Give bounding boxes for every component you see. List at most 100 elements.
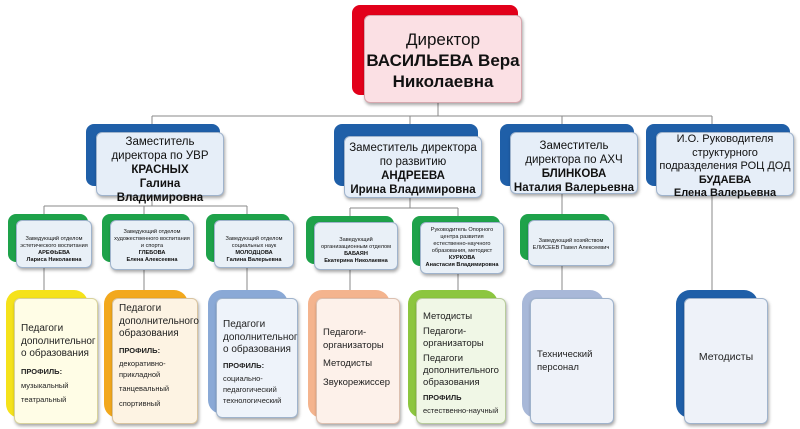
head-text: Заведующий отделом: [123, 229, 181, 235]
staff-text: Методисты: [323, 358, 373, 369]
staff-card: Методисты Педагоги- организаторы Педагог…: [416, 298, 506, 424]
head-text: организационным отделом: [320, 244, 391, 250]
deputy-card: И.О. Руководителя структурного подраздел…: [656, 132, 794, 199]
head-name: Лариса Николаевна: [26, 257, 82, 263]
staff-profile-item: театральный: [21, 394, 67, 404]
head-text: ЕЛИСЕЕВ Павел Алексеевич: [532, 245, 610, 251]
head-text: Заведующий отделом: [25, 236, 83, 242]
staff-profile-item: декоративно-: [119, 358, 166, 368]
head-text: Руководитель Опорного: [430, 227, 494, 233]
director-node: Директор ВАСИЛЬЕВА Вера Николаевна: [352, 5, 522, 103]
staff-text: Педагоги: [119, 303, 162, 314]
staff-profile-label: ПРОФИЛЬ: [423, 393, 462, 402]
staff-card: Методисты: [684, 298, 768, 424]
deputy-card: Заместитель директора по УВР КРАСНЫХ Гал…: [96, 132, 224, 204]
head-text: образования, методист: [431, 248, 493, 254]
head-surname: МОЛОДЦОВА: [235, 250, 273, 256]
deputy-surname: БЛИНКОВА: [541, 168, 607, 180]
director-card: Директор ВАСИЛЬЕВА Вера Николаевна: [364, 15, 522, 103]
head-card: Заведующий отделом художественного воспи…: [110, 220, 194, 270]
deputy-surname: КРАСНЫХ: [131, 164, 189, 176]
head-support-center: Руководитель Опорного центра развития ес…: [412, 216, 504, 274]
deputy-surname: АНДРЕЕВА: [381, 170, 445, 182]
deputy-surname: БУДАЕВА: [698, 173, 752, 186]
head-name: Елена Алексеевна: [126, 257, 178, 263]
deputy-text: Заместитель: [125, 136, 195, 148]
staff-card: Педагоги- организаторы Методисты Звукоре…: [316, 298, 400, 424]
head-art-sport: Заведующий отделом художественного воспи…: [102, 214, 194, 270]
staff-methodists: Методисты: [676, 290, 768, 424]
staff-profile-item: педагогический: [223, 384, 277, 394]
head-surname: БАБАЯН: [344, 251, 368, 257]
head-organizational: Заведующий организационным отделом БАБАЯ…: [306, 216, 398, 272]
staff-text: Методисты: [698, 351, 754, 363]
staff-technical: Технический персонал: [522, 290, 614, 424]
staff-profile-item: естественно-научный: [423, 406, 499, 415]
head-surname: АРЕФЬЕВА: [38, 250, 70, 256]
head-household: Заведующий хозяйством ЕЛИСЕЕВ Павел Алек…: [520, 214, 614, 270]
deputy-card: Заместитель директора по АХЧ БЛИНКОВА На…: [510, 132, 638, 194]
head-text: социальных наук: [231, 243, 277, 249]
staff-text: о образования: [21, 348, 89, 359]
staff-card: Педагоги дополнительного образования ПРО…: [112, 298, 199, 424]
staff-card: Технический персонал: [530, 298, 614, 424]
deputy-name: Наталия Валерьевна: [513, 182, 635, 194]
head-text: художественного воспитания: [114, 236, 190, 242]
staff-profile-label: ПРОФИЛЬ:: [119, 345, 161, 355]
head-aesthetic: Заведующий отделом эстетического воспита…: [8, 214, 92, 270]
staff-profile-label: ПРОФИЛЬ:: [21, 366, 63, 376]
deputy-patronymic: Владимировна: [116, 192, 204, 204]
staff-text: дополнительног: [223, 331, 298, 343]
deputy-name: Галина: [139, 178, 181, 190]
director-patronymic: Николаевна: [392, 72, 494, 91]
staff-profile-item: спортивный: [119, 398, 161, 408]
head-card: Заведующий организационным отделом БАБАЯ…: [314, 222, 398, 270]
deputy-text: подразделения РОЦ ДОД: [659, 160, 791, 172]
staff-text: Методисты: [423, 311, 473, 322]
staff-text: образования: [119, 328, 179, 339]
deputy-text: по развитию: [379, 156, 447, 168]
deputy-card: Заместитель директора по развитию АНДРЕЕ…: [344, 136, 482, 198]
deputy-text: структурного: [692, 146, 758, 159]
staff-profile-item: социально-: [223, 373, 263, 383]
deputy-text: Заместитель директора: [349, 142, 477, 154]
head-name: Галина Валерьевна: [226, 257, 282, 263]
head-card: Заведующий хозяйством ЕЛИСЕЕВ Павел Алек…: [528, 220, 614, 266]
staff-text: дополнительног: [21, 335, 96, 347]
staff-profile-item: прикладной: [119, 369, 161, 379]
head-text: центра развития: [440, 234, 484, 240]
staff-social-tech: Педагоги дополнительног о образования ПР…: [208, 290, 298, 424]
staff-music-theatre: Педагоги дополнительног о образования ПР…: [6, 290, 98, 424]
staff-profile-item: музыкальный: [21, 380, 69, 390]
head-social: Заведующий отделом социальных наук МОЛОД…: [206, 214, 294, 270]
deputy-development: Заместитель директора по развитию АНДРЕЕ…: [334, 124, 484, 198]
deputy-uvr: Заместитель директора по УВР КРАСНЫХ Гал…: [86, 124, 226, 204]
head-text: и спорта: [140, 243, 164, 249]
deputy-text: директора по АХЧ: [525, 154, 623, 166]
head-text: эстетического воспитания: [20, 243, 88, 249]
staff-text: Педагоги: [423, 353, 464, 364]
staff-text: Педагоги: [223, 319, 266, 330]
staff-text: о образования: [223, 344, 291, 355]
staff-text: Звукорежиссер: [323, 376, 391, 388]
head-name: Анастасия Владимировна: [425, 262, 499, 268]
deputy-text: директора по УВР: [111, 150, 209, 162]
head-card: Руководитель Опорного центра развития ес…: [420, 222, 504, 274]
staff-text: персонал: [537, 361, 579, 373]
head-card: Заведующий отделом эстетического воспита…: [16, 220, 92, 268]
staff-text: образования: [423, 377, 480, 388]
staff-natural-science: Методисты Педагоги- организаторы Педагог…: [408, 290, 506, 424]
staff-text: дополнительного: [423, 365, 499, 376]
staff-text: Педагоги-: [323, 327, 367, 338]
head-surname: КУРКОВА: [448, 255, 476, 261]
head-text: Заведующий хозяйством: [538, 238, 604, 244]
deputy-roc-dod: И.О. Руководителя структурного подраздел…: [646, 124, 796, 199]
staff-text: Педагоги-: [423, 326, 467, 337]
staff-text: дополнительного: [119, 315, 199, 327]
deputy-name: Ирина Владимировна: [350, 184, 476, 196]
deputy-name: Елена Валерьевна: [673, 187, 777, 199]
staff-text: Педагоги: [21, 323, 64, 334]
staff-organizers: Педагоги- организаторы Методисты Звукоре…: [308, 290, 400, 424]
staff-profile-item: танцевальный: [119, 383, 170, 393]
